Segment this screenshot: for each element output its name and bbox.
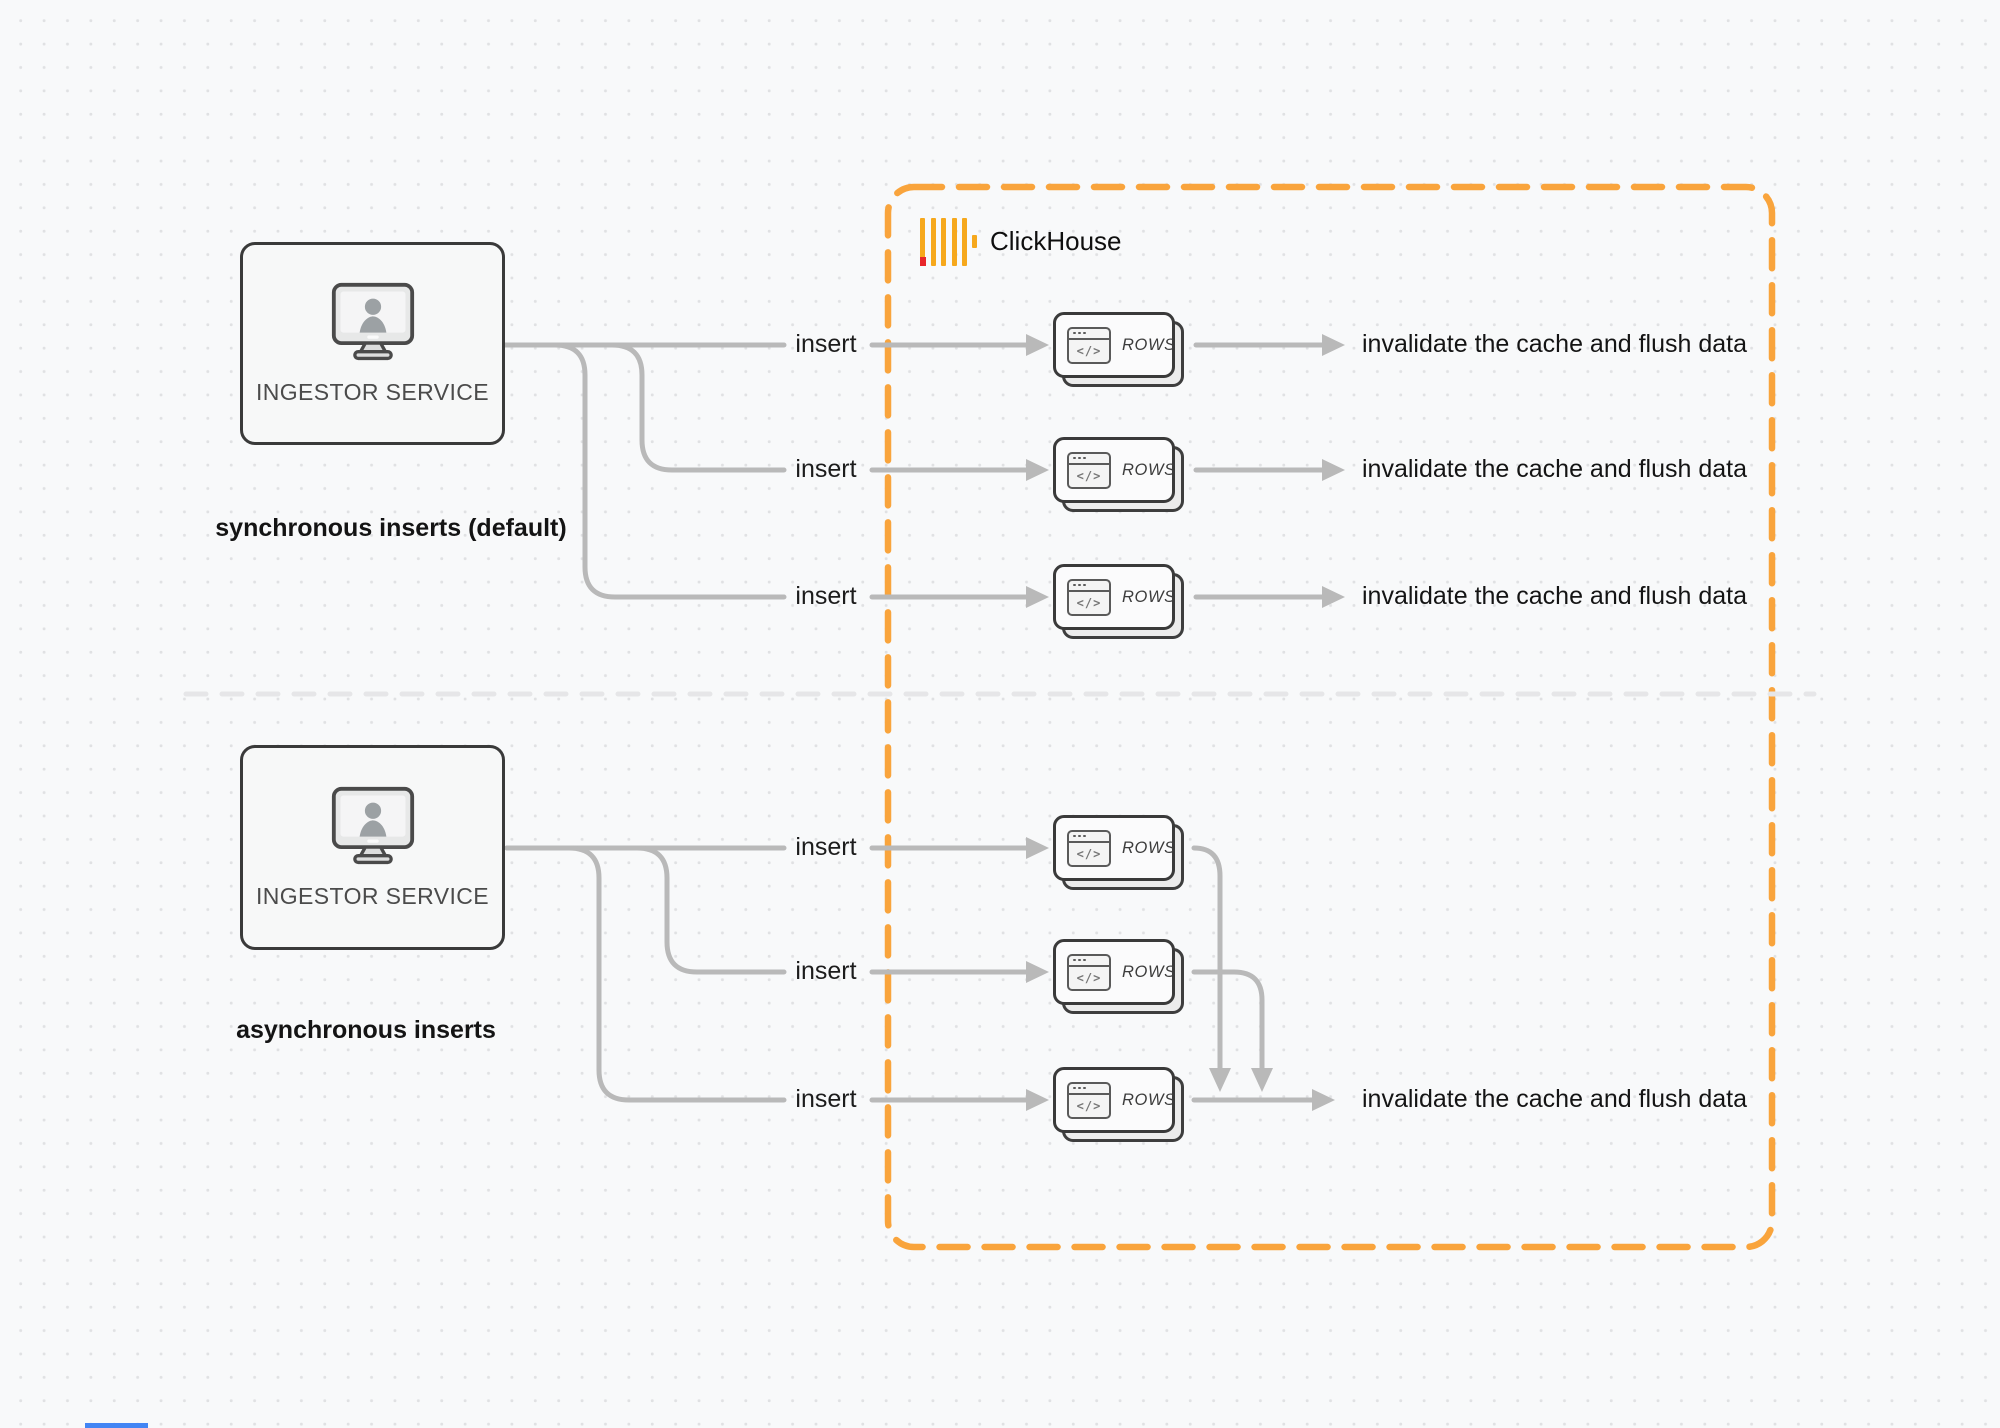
sync-insert-label-3: insert (795, 582, 857, 610)
async-result-label: invalidate the cache and flush data (1362, 1085, 1747, 1113)
async-rows-node-3: </> ROWS (1053, 1067, 1184, 1142)
code-window-icon: </> (1067, 326, 1111, 364)
partially-visible-ui-fragment (85, 1423, 148, 1428)
clickhouse-logo-icon (919, 218, 980, 266)
rows-label: ROWS (1122, 335, 1176, 354)
clickhouse-logo-red-accent (919, 257, 926, 266)
sync-rows-node-1: </> ROWS (1053, 312, 1184, 387)
async-connectors (504, 845, 1315, 1103)
async-branch-2 (504, 845, 787, 975)
async-arrowheads (1026, 837, 1335, 1111)
sync-rows-node-3: </> ROWS (1053, 564, 1184, 639)
sync-result-label-1: invalidate the cache and flush data (1362, 330, 1747, 358)
sync-insert-label-2: insert (795, 455, 857, 483)
code-window-icon: </> (1067, 829, 1111, 867)
sync-caption: synchronous inserts (default) (215, 514, 567, 542)
async-merge-2 (1191, 969, 1265, 1071)
rows-label: ROWS (1122, 962, 1176, 981)
sync-branch-3 (502, 342, 787, 600)
sync-rows-node-2: </> ROWS (1053, 437, 1184, 512)
sync-result-label-2: invalidate the cache and flush data (1362, 455, 1747, 483)
async-insert-label-2: insert (795, 957, 857, 985)
sync-arrowheads (1026, 334, 1345, 608)
async-service-label: INGESTOR SERVICE (255, 883, 490, 909)
async-merge-1 (1191, 845, 1223, 1071)
rows-label: ROWS (1122, 587, 1176, 606)
rows-label: ROWS (1122, 838, 1176, 857)
sync-branch-2 (502, 342, 787, 473)
code-window-icon: </> (1067, 1081, 1111, 1119)
clickhouse-dashed-border (884, 183, 1776, 1251)
async-rows-node-1: </> ROWS (1053, 815, 1184, 890)
rows-label: ROWS (1122, 1090, 1176, 1109)
rows-label: ROWS (1122, 460, 1176, 479)
code-window-icon: </> (1067, 451, 1111, 489)
async-rows-node-2: </> ROWS (1053, 939, 1184, 1014)
async-insert-label-3: insert (795, 1085, 857, 1113)
monitor-user-icon (331, 282, 414, 361)
code-window-icon: </> (1067, 953, 1111, 991)
monitor-user-icon (331, 786, 414, 865)
async-ingestor-service-box: INGESTOR SERVICE (240, 745, 505, 950)
code-window-icon: </> (1067, 578, 1111, 616)
sync-service-label: INGESTOR SERVICE (255, 379, 490, 405)
async-branch-3 (504, 845, 787, 1103)
async-insert-label-1: insert (795, 833, 857, 861)
sync-connectors (502, 342, 1325, 600)
sync-ingestor-service-box: INGESTOR SERVICE (240, 242, 505, 445)
sync-insert-label-1: insert (795, 330, 857, 358)
sync-result-label-3: invalidate the cache and flush data (1362, 582, 1747, 610)
clickhouse-title: ClickHouse (990, 226, 1122, 256)
async-caption: asynchronous inserts (236, 1016, 496, 1044)
